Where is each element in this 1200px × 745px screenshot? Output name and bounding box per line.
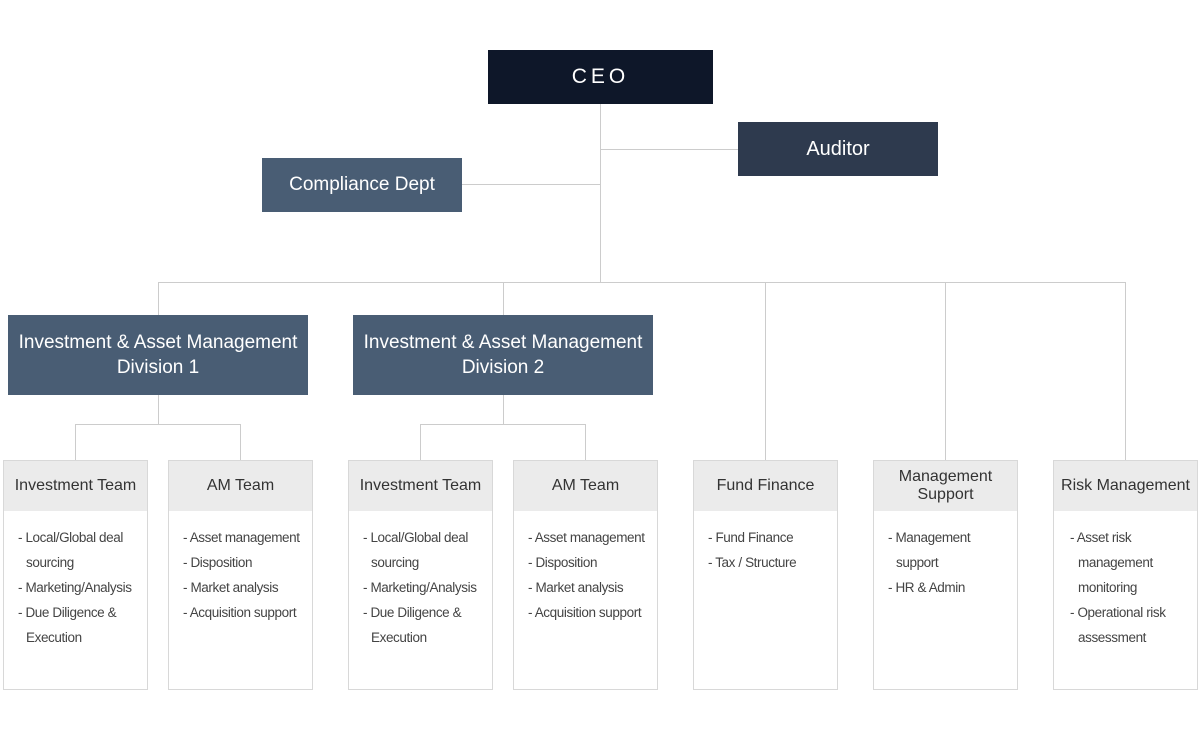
team-duties: - Asset management - Disposition - Marke… bbox=[514, 511, 657, 625]
team-card-div2-investment: Investment Team - Local/Global deal sour… bbox=[348, 460, 493, 690]
compliance-dept-box: Compliance Dept bbox=[262, 158, 462, 212]
duty-item: - Local/Global deal sourcing bbox=[18, 530, 123, 570]
division-2-subtitle: Division 2 bbox=[461, 357, 545, 378]
team-duties: - Local/Global deal sourcing - Marketing… bbox=[349, 511, 492, 650]
team-duties: - Management support - HR & Admin bbox=[874, 511, 1017, 600]
duty-item: - Acquisition support bbox=[528, 605, 642, 620]
team-card-div1-am: AM Team - Asset management - Disposition… bbox=[168, 460, 313, 690]
duty-item: - Disposition bbox=[183, 555, 253, 570]
team-card-management-support: Management Support - Management support … bbox=[873, 460, 1018, 690]
duty-item: - Acquisition support bbox=[183, 605, 297, 620]
division-1-box: Investment & Asset Management Division 1 bbox=[8, 315, 308, 395]
team-title: Risk Management bbox=[1054, 461, 1197, 511]
division-2-box: Investment & Asset Management Division 2 bbox=[353, 315, 653, 395]
duty-item: - Asset management bbox=[183, 530, 300, 545]
duty-item: - Due Diligence & Execution bbox=[363, 605, 462, 645]
duty-item: - Operational risk assessment bbox=[1070, 605, 1166, 645]
team-title: Investment Team bbox=[349, 461, 492, 511]
duty-item: - Asset risk management monitoring bbox=[1070, 530, 1153, 595]
duty-item: - Due Diligence & Execution bbox=[18, 605, 117, 645]
division-1-title: Investment & Asset Management bbox=[18, 332, 298, 353]
duty-item: - HR & Admin bbox=[888, 580, 965, 595]
duty-item: - Market analysis bbox=[183, 580, 279, 595]
duty-item: - Marketing/Analysis bbox=[363, 580, 477, 595]
ceo-box: CEO bbox=[488, 50, 713, 104]
team-title: AM Team bbox=[169, 461, 312, 511]
team-card-div2-am: AM Team - Asset management - Disposition… bbox=[513, 460, 658, 690]
team-title: AM Team bbox=[514, 461, 657, 511]
team-title: Investment Team bbox=[4, 461, 147, 511]
duty-item: - Tax / Structure bbox=[708, 555, 797, 570]
team-card-fund-finance: Fund Finance - Fund Finance - Tax / Stru… bbox=[693, 460, 838, 690]
division-1-subtitle: Division 1 bbox=[116, 357, 200, 378]
duty-item: - Fund Finance bbox=[708, 530, 794, 545]
team-title: Management Support bbox=[874, 461, 1017, 511]
duty-item: - Disposition bbox=[528, 555, 598, 570]
duty-item: - Management support bbox=[888, 530, 971, 570]
duty-item: - Market analysis bbox=[528, 580, 624, 595]
compliance-dept-label: Compliance Dept bbox=[289, 174, 435, 195]
team-title: Fund Finance bbox=[694, 461, 837, 511]
auditor-box: Auditor bbox=[738, 122, 938, 176]
team-duties: - Asset management - Disposition - Marke… bbox=[169, 511, 312, 625]
duty-item: - Marketing/Analysis bbox=[18, 580, 132, 595]
team-duties: - Fund Finance - Tax / Structure bbox=[694, 511, 837, 575]
team-duties: - Local/Global deal sourcing - Marketing… bbox=[4, 511, 147, 650]
team-card-risk-management: Risk Management - Asset risk management … bbox=[1053, 460, 1198, 690]
team-card-div1-investment: Investment Team - Local/Global deal sour… bbox=[3, 460, 148, 690]
auditor-label: Auditor bbox=[806, 137, 870, 160]
team-duties: - Asset risk management monitoring - Ope… bbox=[1054, 511, 1197, 650]
duty-item: - Asset management bbox=[528, 530, 645, 545]
duty-item: - Local/Global deal sourcing bbox=[363, 530, 468, 570]
division-2-title: Investment & Asset Management bbox=[363, 332, 643, 353]
ceo-label: CEO bbox=[571, 65, 630, 88]
